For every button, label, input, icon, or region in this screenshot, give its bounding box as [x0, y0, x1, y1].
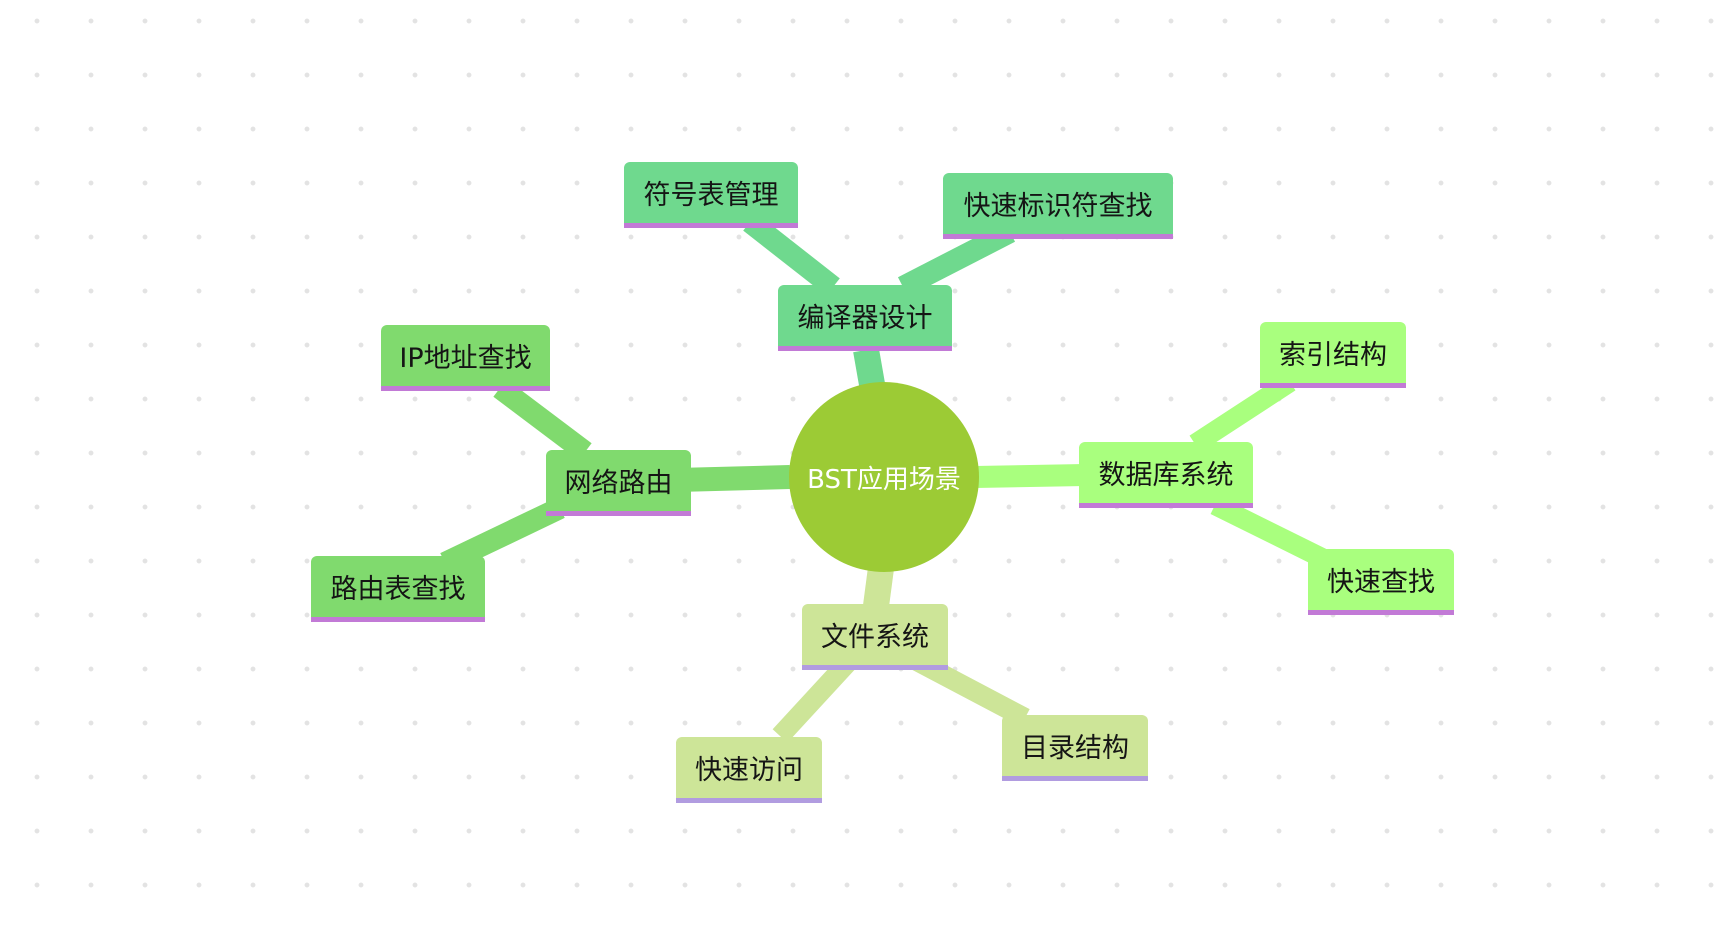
leaf-node-label: 快速查找: [1327, 567, 1435, 598]
link-compiler-identifier-lookup: [897, 222, 1016, 297]
root-node-label: BST应用场景: [807, 464, 961, 495]
branch-node-compiler[interactable]: 编译器设计: [778, 285, 952, 351]
branch-node-network[interactable]: 网络路由: [546, 450, 691, 516]
leaf-node-label: 快速标识符查找: [963, 191, 1153, 222]
link-root-filesystem: [863, 566, 894, 608]
link-filesystem-fast-access: [772, 653, 858, 743]
link-network-ip-lookup: [493, 379, 592, 461]
branch-node-label: 文件系统: [821, 622, 929, 653]
link-root-network: [676, 465, 791, 492]
branch-node-filesystem[interactable]: 文件系统: [802, 604, 948, 670]
leaf-node-label: 目录结构: [1021, 733, 1129, 764]
leaf-node-directory-structure[interactable]: 目录结构: [1002, 715, 1148, 781]
branch-node-database[interactable]: 数据库系统: [1079, 442, 1253, 508]
branch-node-label: 编译器设计: [797, 303, 933, 334]
leaf-node-label: 路由表查找: [330, 574, 466, 605]
link-compiler-symbol-table: [743, 213, 840, 296]
leaf-node-fast-access[interactable]: 快速访问: [676, 737, 822, 803]
leaf-node-fast-lookup[interactable]: 快速查找: [1308, 549, 1454, 615]
link-network-routing-table: [440, 498, 565, 573]
leaf-node-label: 快速访问: [695, 755, 803, 786]
link-database-index: [1189, 373, 1296, 453]
root-node[interactable]: BST应用场景: [789, 382, 979, 572]
leaf-node-symbol-table[interactable]: 符号表管理: [624, 162, 798, 228]
leaf-node-label: 索引结构: [1279, 340, 1387, 371]
leaf-node-index[interactable]: 索引结构: [1260, 322, 1406, 388]
leaf-node-label: 符号表管理: [643, 180, 779, 211]
leaf-node-identifier-lookup[interactable]: 快速标识符查找: [943, 173, 1173, 239]
leaf-node-label: IP地址查找: [399, 343, 532, 374]
branch-node-label: 网络路由: [564, 468, 673, 499]
leaf-node-ip-lookup[interactable]: IP地址查找: [381, 325, 550, 391]
leaf-node-routing-table-lookup[interactable]: 路由表查找: [311, 556, 485, 622]
link-root-database: [974, 464, 1086, 488]
branch-node-label: 数据库系统: [1098, 460, 1234, 491]
